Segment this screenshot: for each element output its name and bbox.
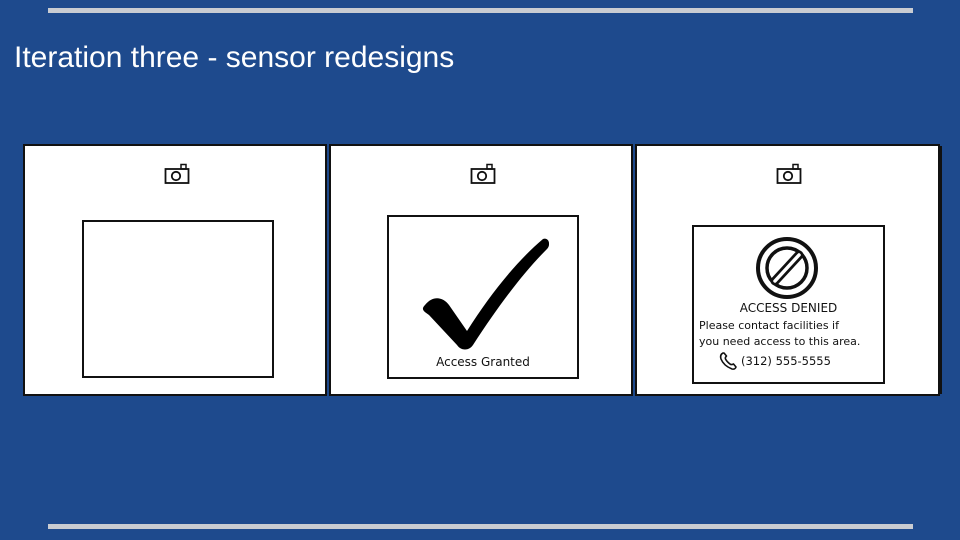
camera-icon bbox=[164, 163, 190, 184]
phone-icon bbox=[719, 352, 737, 370]
sensor-screen-blank bbox=[82, 220, 274, 378]
top-divider bbox=[48, 8, 913, 13]
access-denied-title: ACCESS DENIED bbox=[739, 301, 838, 315]
slide-title: Iteration three - sensor redesigns bbox=[14, 41, 455, 74]
prohibited-icon bbox=[756, 237, 818, 299]
sensor-panel-idle bbox=[23, 144, 327, 396]
camera-icon bbox=[470, 163, 496, 184]
sensor-panel-granted: Access Granted bbox=[329, 144, 633, 396]
phone-number: (312) 555-5555 bbox=[741, 354, 831, 368]
contact-phone-row: (312) 555-5555 bbox=[718, 350, 831, 372]
access-granted-label: Access Granted bbox=[436, 355, 530, 369]
sensor-screen-denied: ACCESS DENIED Please contact facilities … bbox=[692, 225, 885, 384]
camera-icon bbox=[776, 163, 802, 184]
denied-message-line-2: you need access to this area. bbox=[699, 335, 861, 348]
bottom-divider bbox=[48, 524, 913, 529]
sensor-panel-denied: ACCESS DENIED Please contact facilities … bbox=[635, 144, 942, 396]
checkmark-icon bbox=[422, 238, 549, 350]
sensor-screen-granted: Access Granted bbox=[387, 215, 579, 379]
denied-message-line-1: Please contact facilities if bbox=[699, 319, 839, 332]
